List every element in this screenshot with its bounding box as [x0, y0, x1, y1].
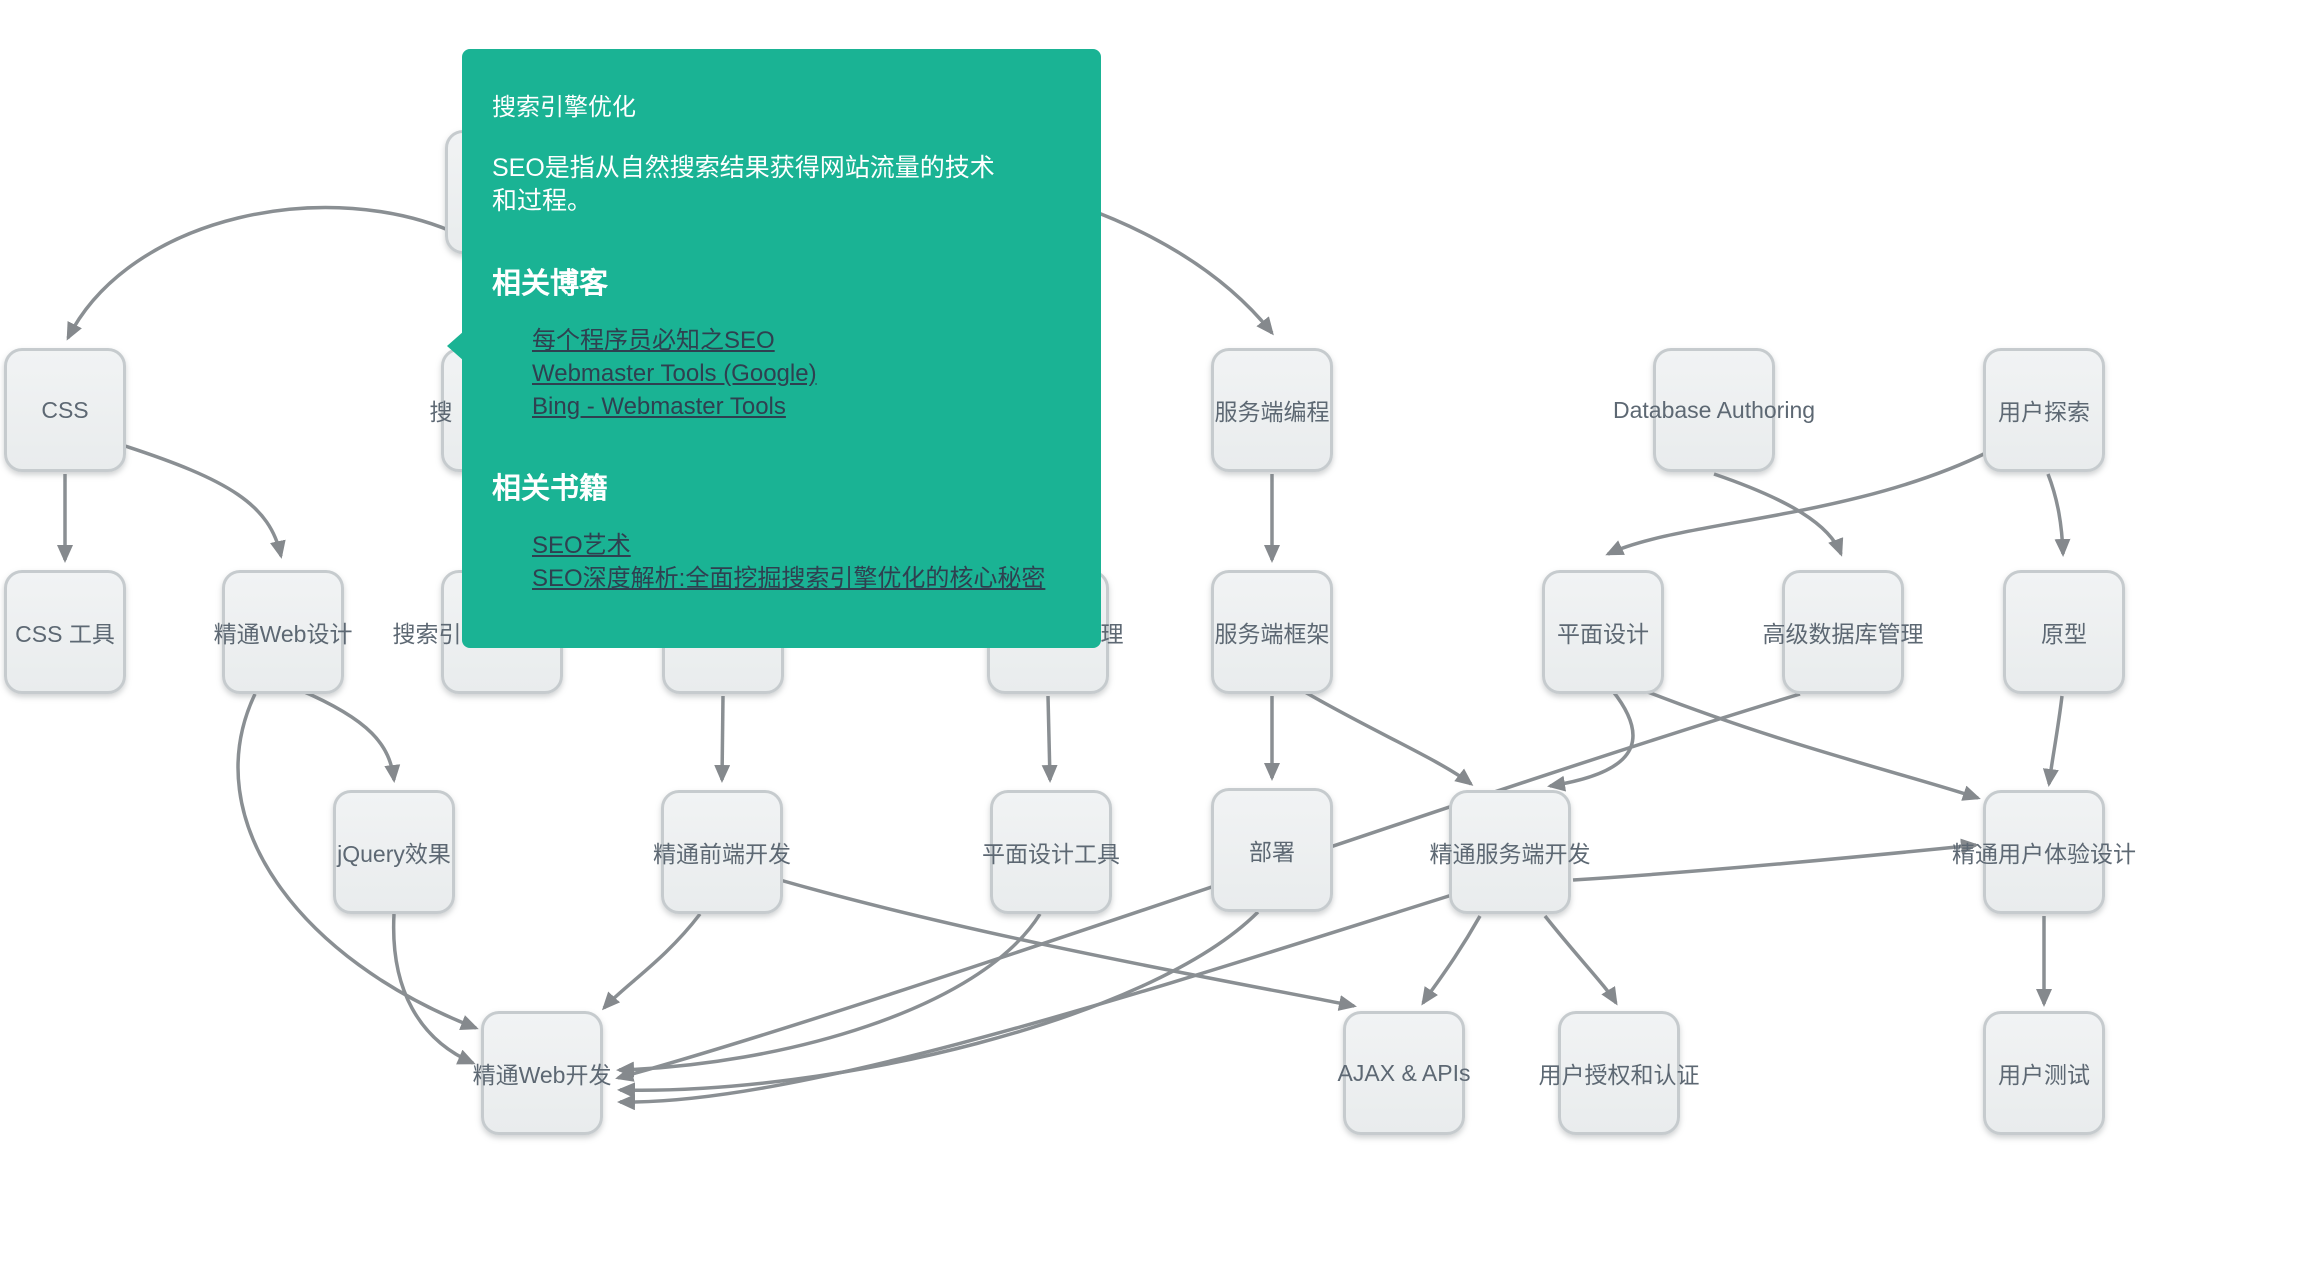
node-graphic-design-tools[interactable]: 平面设计工具: [982, 790, 1120, 914]
node-label: jQuery效果: [337, 841, 451, 867]
node-label: AJAX & APIs: [1337, 1059, 1471, 1086]
edge-server-side-mastery-to-ux-mastery: [1572, 838, 1979, 882]
node-ux-mastery[interactable]: 精通用户体验设计: [1952, 790, 2136, 914]
tooltip-pointer-icon: [447, 331, 464, 361]
node-label: 精通前端开发: [653, 841, 791, 867]
tooltip-blog-link-item: 每个程序员必知之SEO: [532, 324, 1071, 357]
node-label: 服务端编程: [1214, 399, 1330, 425]
node-web-design-mastery[interactable]: 精通Web设计: [214, 570, 352, 694]
node-label: 理: [1100, 621, 1124, 647]
edge-graphic-design-to-server-side-mastery: [1547, 688, 1635, 792]
tooltip-blog-link-item: Bing - Webmaster Tools: [532, 390, 1071, 423]
edge-root-hidden-to-css: [66, 205, 461, 341]
node-label: 搜索引: [392, 621, 462, 647]
tooltip-description: SEO是指从自然搜索结果获得网站流量的技术和过程。: [492, 154, 995, 215]
node-server-side-mastery[interactable]: 精通服务端开发: [1430, 790, 1591, 914]
tooltip-blog-links: 每个程序员必知之SEO Webmaster Tools (Google) Bing …: [492, 324, 1071, 423]
edge-web-design-mastery-to-jquery-effects: [299, 688, 401, 783]
seo-tooltip: 搜索引擎优化 SEO是指从自然搜索结果获得网站流量的技术和过程。 相关博客 每个…: [447, 49, 1101, 648]
edge-database-authoring-to-advanced-db-management: [1713, 472, 1844, 557]
node-ajax-apis[interactable]: AJAX & APIs: [1338, 1011, 1470, 1135]
node-label: 平面设计工具: [982, 841, 1120, 867]
edge-hidden-3-to-frontend-mastery: [714, 695, 731, 783]
node-label: 原型: [2041, 621, 2087, 647]
edge-graphic-design-tools-to-web-dev-mastery: [616, 913, 1042, 1078]
tooltip-blog-link[interactable]: Webmaster Tools (Google): [532, 360, 817, 387]
node-label: 精通Web设计: [213, 621, 353, 647]
node-deployment[interactable]: 部署: [1211, 788, 1333, 912]
node-advanced-db-management[interactable]: 高级数据库管理: [1763, 570, 1924, 694]
edge-frontend-mastery-to-web-dev-mastery: [601, 912, 702, 1011]
edge-css-to-web-design-mastery: [121, 443, 286, 559]
node-label: 精通Web开发: [472, 1062, 612, 1088]
node-prototype[interactable]: 原型: [2003, 570, 2125, 694]
edge-server-side-mastery-to-web-dev-mastery: [617, 893, 1453, 1111]
node-database-authoring[interactable]: Database Authoring: [1613, 348, 1815, 472]
edge-user-research-to-prototype: [2046, 473, 2071, 557]
tooltip-book-link-item: SEO艺术: [532, 529, 1071, 562]
tooltip-book-link[interactable]: SEO深度解析:全面挖掘搜索引擎优化的核心秘密: [532, 565, 1046, 592]
node-label: 用户探索: [1998, 399, 2090, 425]
tooltip-title: 搜索引擎优化: [492, 94, 636, 121]
node-server-side-framework[interactable]: 服务端框架: [1211, 570, 1333, 694]
node-label: 精通服务端开发: [1429, 841, 1591, 867]
tooltip-book-links: SEO艺术 SEO深度解析:全面挖掘搜索引擎优化的核心秘密: [492, 529, 1071, 595]
node-label: 高级数据库管理: [1762, 621, 1924, 647]
edge-server-side-framework-to-server-side-mastery: [1304, 690, 1474, 786]
edge-prototype-to-ux-mastery: [2042, 695, 2064, 787]
edge-user-research-to-graphic-design: [1605, 450, 1989, 556]
tooltip-book-link[interactable]: SEO艺术: [532, 532, 631, 559]
node-user-auth[interactable]: 用户授权和认证: [1539, 1011, 1700, 1135]
node-label: CSS 工具: [15, 621, 115, 647]
tooltip-books-heading: 相关书籍: [492, 473, 609, 505]
node-label: Database Authoring: [1612, 396, 1816, 423]
node-label: 部署: [1249, 839, 1295, 865]
tooltip-blog-link[interactable]: Bing - Webmaster Tools: [532, 393, 786, 420]
edge-hidden-4-to-graphic-design-tools: [1041, 695, 1058, 783]
tooltip-blog-link-item: Webmaster Tools (Google): [532, 357, 1071, 390]
node-jquery-effects[interactable]: jQuery效果: [333, 790, 455, 914]
node-label: 服务端框架: [1214, 621, 1330, 647]
node-graphic-design[interactable]: 平面设计: [1542, 570, 1664, 694]
edge-graphic-design-to-ux-mastery: [1629, 683, 1981, 801]
node-css-tools[interactable]: CSS 工具: [4, 570, 126, 694]
node-label: 用户授权和认证: [1538, 1062, 1700, 1088]
node-label: 平面设计: [1557, 621, 1649, 647]
tooltip-blog-link[interactable]: 每个程序员必知之SEO: [532, 327, 775, 354]
edge-server-side-mastery-to-ajax-apis: [1421, 915, 1482, 1006]
edge-advanced-db-management-to-web-dev-mastery: [615, 692, 1801, 1082]
node-user-testing[interactable]: 用户测试: [1983, 1011, 2105, 1135]
tooltip-blogs-heading: 相关博客: [492, 268, 609, 300]
tooltip-book-link-item: SEO深度解析:全面挖掘搜索引擎优化的核心秘密: [532, 562, 1071, 595]
node-user-research[interactable]: 用户探索: [1983, 348, 2105, 472]
node-label: 精通用户体验设计: [1952, 841, 2136, 867]
edge-server-side-mastery-to-user-auth: [1543, 914, 1618, 1006]
node-label: 搜: [429, 399, 453, 425]
node-frontend-mastery[interactable]: 精通前端开发: [653, 790, 791, 914]
node-css[interactable]: CSS: [4, 348, 126, 472]
node-web-dev-mastery[interactable]: 精通Web开发: [473, 1011, 611, 1135]
node-server-side-programming[interactable]: 服务端编程: [1211, 348, 1333, 472]
edge-deployment-to-web-dev-mastery: [617, 910, 1260, 1099]
edge-jquery-effects-to-web-dev-mastery: [391, 913, 476, 1065]
node-label: CSS: [41, 396, 89, 423]
edge-frontend-mastery-to-ajax-apis: [779, 878, 1357, 1011]
node-label: 用户测试: [1998, 1062, 2090, 1088]
